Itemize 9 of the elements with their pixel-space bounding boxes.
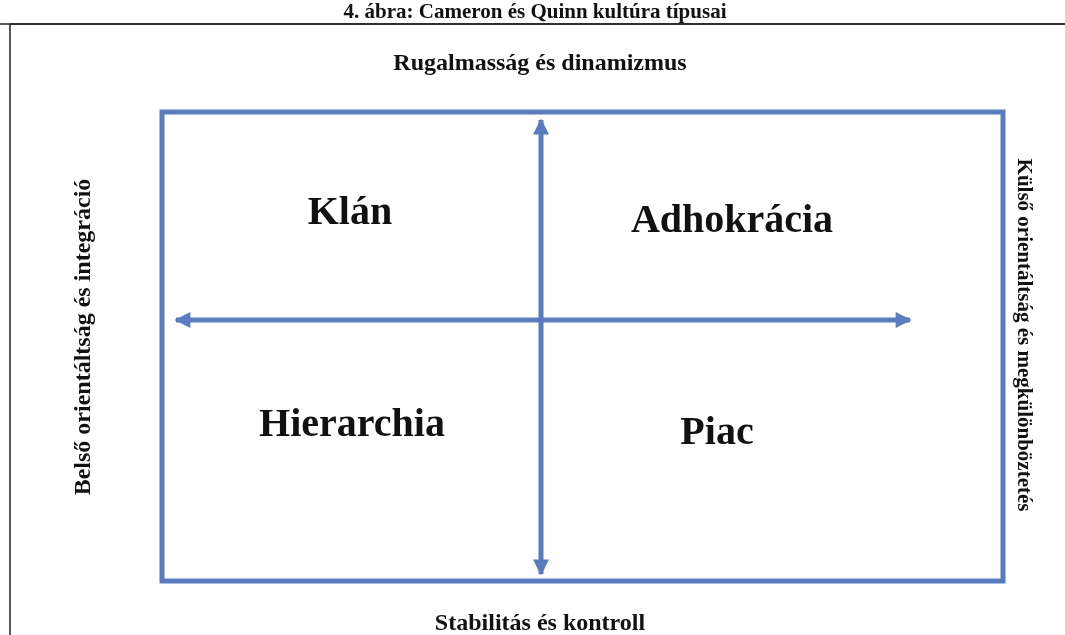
quadrant-label: Klán xyxy=(307,186,393,234)
axis-label: Rugalmasság és dinamizmus xyxy=(393,48,687,76)
figure-title: 4. ábra: Cameron és Quinn kultúra típusai xyxy=(343,0,727,24)
axis-label: Belső orientáltság és integráció xyxy=(68,178,96,496)
axis-label: Stabilitás és kontroll xyxy=(434,608,646,635)
quadrant-label: Adhokrácia xyxy=(630,194,834,242)
quadrant-label: Piac xyxy=(680,406,754,454)
axis-label: Külső orientáltság és megkülönböztetés xyxy=(1011,158,1037,512)
quadrant-label: Hierarchia xyxy=(259,398,445,446)
